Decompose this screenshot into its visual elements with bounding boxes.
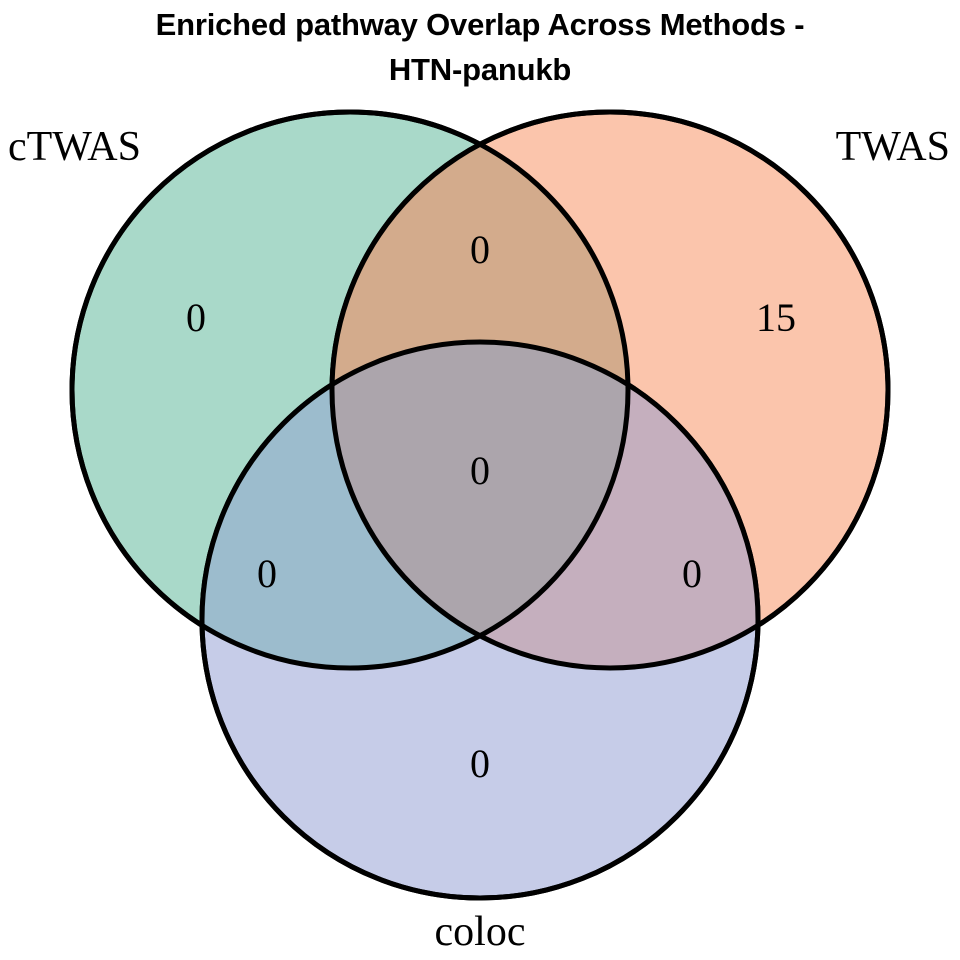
circle-twas-outline[interactable] — [329, 109, 891, 671]
count-twas-only: 15 — [756, 295, 796, 340]
count-coloc-only: 0 — [470, 741, 490, 786]
count-ctwas-coloc: 0 — [257, 551, 277, 596]
count-ctwas-twas: 0 — [470, 227, 490, 272]
count-ctwas-only: 0 — [186, 295, 206, 340]
circle-ctwas-outline[interactable] — [69, 109, 631, 671]
chart-title-line2: HTN-panukb — [388, 52, 572, 87]
count-all-three: 0 — [470, 448, 490, 493]
circle-coloc-outline[interactable] — [199, 339, 761, 901]
chart-title-line1: Enriched pathway Overlap Across Methods … — [155, 7, 805, 42]
count-twas-coloc: 0 — [682, 551, 702, 596]
set-label-coloc: coloc — [435, 909, 526, 955]
chart-title: Enriched pathway Overlap Across Methods … — [0, 0, 960, 92]
set-label-twas: TWAS — [836, 124, 950, 170]
set-label-ctwas: cTWAS — [8, 124, 141, 170]
